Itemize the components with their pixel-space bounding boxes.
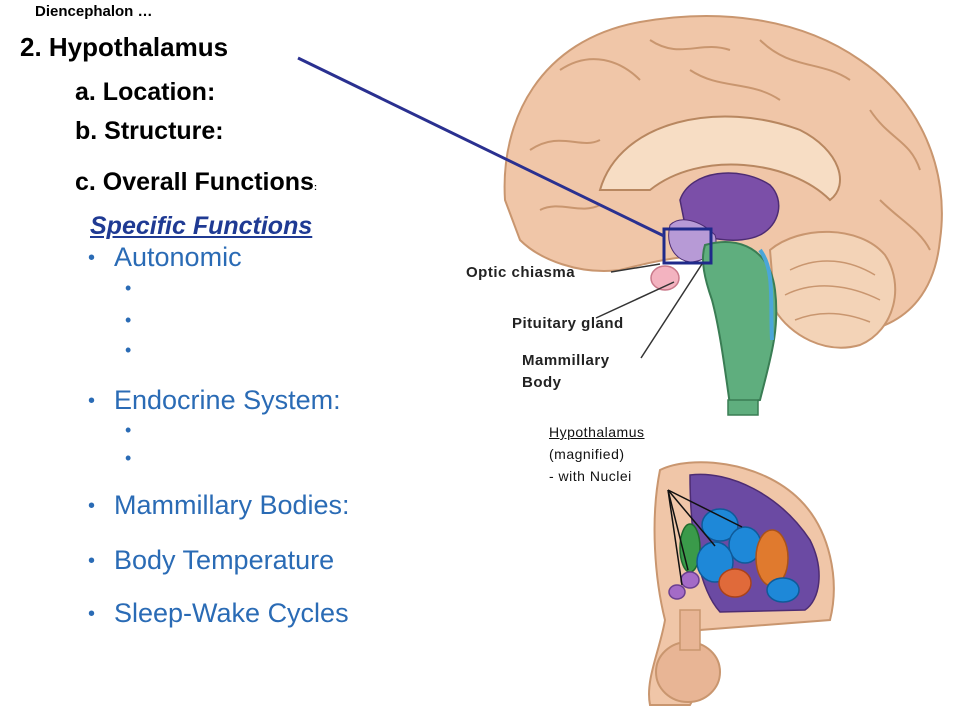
section-heading: 2. Hypothalamus	[20, 32, 229, 62]
nucleus-purple-1	[680, 571, 700, 589]
brainstem	[702, 241, 778, 407]
bullet-dot: •	[88, 550, 96, 573]
bullet-dot: •	[88, 247, 96, 270]
bullet-autonomic-label: Autonomic	[114, 242, 242, 272]
cerebellum	[768, 230, 897, 349]
kicker-text: Diencephalon …	[35, 3, 153, 20]
bullet-dot: •	[88, 603, 96, 626]
heading-connector-line	[297, 56, 665, 238]
mammillary-label-line1: Mammillary	[522, 352, 610, 369]
overall-functions-label: c. Overall Functions	[75, 168, 314, 196]
bullet-mammillary: • Mammillary Bodies:	[88, 490, 350, 521]
location-heading: a. Location:	[75, 78, 216, 106]
bullet-temperature-label: Body Temperature	[114, 545, 335, 575]
overall-functions-heading: c. Overall Functions:	[75, 168, 317, 197]
hypothalamus-inset-nuclei: - with Nuclei	[549, 468, 632, 484]
sub-bullet-dot: •	[125, 420, 132, 440]
corpus-callosum	[598, 115, 841, 202]
overall-functions-colon: :	[313, 182, 317, 192]
mammillary-leader	[640, 263, 703, 359]
nuclei-arrows	[667, 489, 743, 586]
hypothalamus-highlight-box	[662, 227, 713, 265]
specific-functions-title: Specific Functions	[90, 212, 313, 240]
spinal-cord	[727, 399, 759, 416]
nucleus-blue-4	[766, 577, 800, 603]
pituitary-gland-label: Pituitary gland	[512, 315, 624, 332]
bullet-sleep-label: Sleep-Wake Cycles	[114, 598, 349, 628]
bullet-endocrine: • Endocrine System:	[88, 385, 341, 416]
bullet-sleep: • Sleep-Wake Cycles	[88, 598, 349, 629]
bullet-endocrine-label: Endocrine System:	[114, 385, 341, 415]
optic-chiasma-leader	[610, 263, 661, 273]
pituitary-gland-shape	[650, 265, 680, 291]
hypothalamus-inset-title: Hypothalamus	[549, 424, 645, 440]
gyri-folds	[529, 39, 931, 251]
bullet-dot: •	[88, 390, 96, 413]
pituitary-inset	[655, 641, 721, 703]
nucleus-orange-2	[718, 568, 752, 598]
sub-bullet-dot: •	[125, 278, 132, 298]
structure-heading: b. Structure:	[75, 117, 224, 145]
bullet-temperature: • Body Temperature	[88, 545, 334, 576]
bullet-autonomic: • Autonomic	[88, 242, 242, 273]
hypothalamus-inset-magnified: (magnified)	[549, 446, 625, 462]
sub-bullet-dot: •	[125, 340, 132, 360]
mammillary-label-line2: Body	[522, 374, 562, 391]
pituitary-leader	[595, 281, 675, 319]
bullet-dot: •	[88, 495, 96, 518]
bullet-mammillary-label: Mammillary Bodies:	[114, 490, 350, 520]
nucleus-purple-2	[668, 584, 686, 600]
sub-bullet-dot: •	[125, 448, 132, 468]
sub-bullet-dot: •	[125, 310, 132, 330]
magnified-hypothalamus-inset	[648, 461, 835, 706]
optic-chiasma-label: Optic chiasma	[466, 264, 576, 281]
